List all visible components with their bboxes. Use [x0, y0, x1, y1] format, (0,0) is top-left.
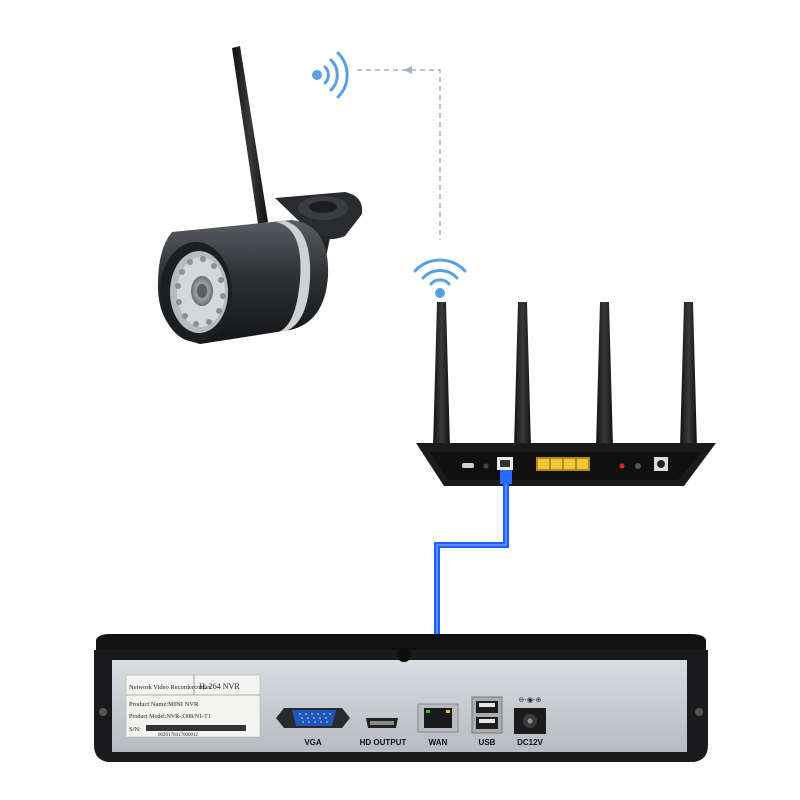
wireless-link-path — [357, 69, 441, 240]
dc12v-port: ⊖-◉-⊕ DC12V — [514, 696, 546, 747]
router-antenna — [596, 302, 613, 448]
usb-label: USB — [479, 738, 496, 747]
wan-label: WAN — [429, 738, 448, 747]
arrow-icon — [404, 66, 412, 74]
router-antenna — [680, 302, 697, 448]
usb-ports: USB — [471, 696, 503, 747]
camera-antenna — [232, 46, 268, 224]
router-antenna — [514, 302, 531, 448]
wifi-signal-icon — [312, 51, 349, 99]
router-usb-port — [462, 463, 474, 468]
wireless-router — [416, 302, 716, 486]
sticker-product-name: Product Name:MINI NVR — [129, 701, 199, 708]
product-label-sticker: Network Video Recordercorder H. 264 NVR … — [125, 674, 261, 738]
dc-polarity-icon: ⊖-◉-⊕ — [519, 696, 542, 704]
sticker-sn-value: 0020170417000012 — [158, 733, 199, 738]
sticker-sn-label: S/N: — [129, 726, 141, 733]
hd-output-port: HD OUTPUT — [360, 718, 407, 747]
ip-camera — [157, 46, 363, 344]
sticker-product-model: Product Model:NVR-3308/N1-T1 — [129, 714, 211, 720]
hd-output-label: HD OUTPUT — [360, 738, 407, 747]
dc12v-label: DC12V — [517, 738, 543, 747]
nvr-recorder: Network Video Recordercorder H. 264 NVR … — [94, 634, 708, 762]
vga-port: VGA — [276, 708, 350, 747]
sticker-brand: Network Video Recordercorder — [129, 684, 212, 691]
router-antenna — [433, 302, 450, 448]
sticker-codec: H. 264 NVR — [199, 682, 240, 691]
vga-label: VGA — [304, 738, 322, 747]
wifi-signal-icon — [413, 258, 467, 298]
sticker-barcode — [146, 725, 246, 731]
wan-port: WAN — [417, 703, 459, 747]
wireless-link — [357, 66, 441, 240]
camera-ir-leds — [175, 256, 226, 327]
router-lan-ports — [536, 457, 590, 471]
